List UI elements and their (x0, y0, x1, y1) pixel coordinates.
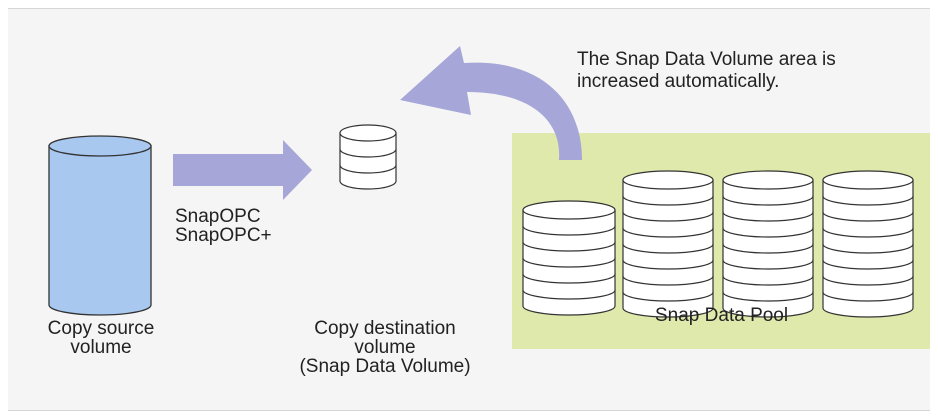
snap-data-volume-icon (339, 124, 397, 190)
copy-method-label: SnapOPC SnapOPC+ (175, 207, 272, 245)
destination-label-line-1: Copy destination (314, 318, 456, 339)
copy-arrow (173, 140, 312, 200)
method-label-snapopc: SnapOPC (175, 206, 261, 227)
copy-source-volume-icon (48, 135, 152, 316)
expansion-arrow (400, 46, 582, 160)
method-label-snapopc-plus: SnapOPC+ (175, 225, 272, 246)
copy-source-volume-label: Copy source volume (36, 319, 166, 357)
note-line-1: The Snap Data Volume area is (577, 49, 836, 70)
source-label-line-2: volume (70, 337, 132, 358)
pool-disk-stack-3 (722, 170, 814, 318)
destination-label-line-2: volume (354, 337, 416, 358)
pool-disk-stack-1 (522, 200, 616, 316)
destination-label-line-3: (Snap Data Volume) (299, 356, 471, 377)
note-line-2: increased automatically. (577, 71, 780, 92)
snap-data-pool-label: Snap Data Pool (655, 305, 789, 326)
pool-disk-stack-2 (622, 170, 714, 318)
auto-increase-note: The Snap Data Volume area is increased a… (577, 49, 836, 93)
pool-disk-stack-4 (822, 170, 914, 318)
source-label-line-1: Copy source (47, 318, 155, 339)
copy-destination-volume-label: Copy destination volume (Snap Data Volum… (290, 319, 480, 376)
